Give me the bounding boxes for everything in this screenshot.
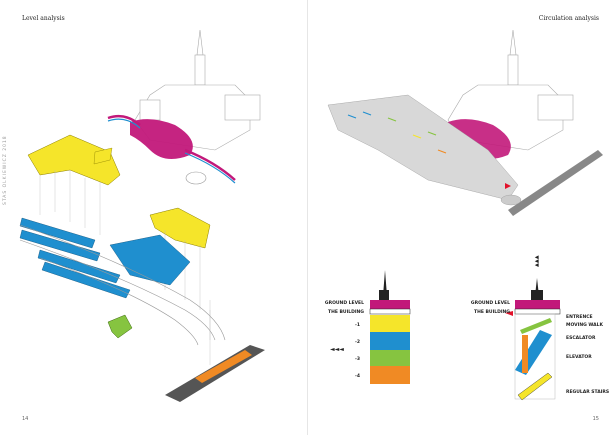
- circulation-legend: ▲▲▲ GROUND LEVEL THE BUILDING ENTRENCE M…: [471, 255, 609, 401]
- building-base: [448, 119, 511, 159]
- level-minus-3-slab: [107, 314, 133, 339]
- tower-spire-icon: [383, 270, 387, 296]
- level-minus-4-platform: [195, 350, 252, 383]
- page-number: 15: [592, 416, 599, 422]
- tower-body-icon: [379, 290, 389, 300]
- legend-ground-label: GROUND LEVEL: [471, 300, 510, 306]
- legend-entrance-label: ENTRENCE: [566, 314, 593, 320]
- level-minus-1-wing: [149, 207, 211, 249]
- elevated-road: [508, 150, 603, 216]
- legend-moving-walk-label: MOVING WALK: [566, 322, 603, 328]
- left-page: Level analysis STAS OLKIEWICZ 2018 14: [3, 0, 308, 435]
- page-title: Level analysis: [22, 15, 65, 22]
- legend-level-3-label: -3: [355, 356, 360, 362]
- tower-body-icon: [531, 290, 543, 300]
- legend-level-2-label: -2: [355, 339, 360, 345]
- legend-building-bar: [515, 300, 560, 309]
- page-title: Circulation analysis: [538, 15, 599, 22]
- legend-ground-bar: [369, 308, 411, 315]
- ground-ribbon: [107, 114, 236, 181]
- legend-stairs-label: REGULAR STAIRS: [566, 389, 609, 395]
- arrow-left-icon: ◄◄◄: [330, 346, 344, 353]
- level-axonometric-diagram: [19, 29, 265, 402]
- legend-building-label: THE BUILDING: [474, 309, 510, 315]
- elevator-bar: [522, 335, 528, 373]
- level-minus-1-slab: [27, 134, 121, 186]
- legend-level-3-bar: [370, 350, 410, 366]
- entrance-arrow-icon: [505, 311, 513, 316]
- roundabout: [500, 194, 522, 206]
- moving-walk-bar: [520, 318, 552, 334]
- page-number: 14: [22, 416, 29, 422]
- legend-ground-bar: [514, 308, 561, 315]
- stairs-bar: [517, 372, 553, 401]
- building-base: [130, 119, 193, 159]
- arrow-up-icon: ▲▲▲: [534, 255, 540, 267]
- level-legend: GROUND LEVEL THE BUILDING -1 -2 -3 -4 ◄◄…: [325, 270, 411, 384]
- circulation-marks: [347, 111, 447, 154]
- circulation-diagram: [327, 29, 603, 216]
- legend-level-1-bar: [370, 315, 410, 332]
- legend-escalator-label: ESCALATOR: [566, 335, 596, 341]
- ground-ribbon-edge: [107, 118, 236, 184]
- roundabout: [185, 171, 207, 185]
- legend-elevator-label: ELEVATOR: [566, 354, 592, 360]
- right-page: Circulation analysis 15: [308, 0, 615, 435]
- legend-level-2-bar: [370, 332, 410, 350]
- legend-level-1-label: -1: [355, 322, 360, 328]
- legend-level-4-bar: [370, 366, 410, 384]
- level-minus-2-platforms: [19, 217, 191, 299]
- escalator-bar: [515, 330, 552, 375]
- level-minus-1-strip: [93, 147, 113, 165]
- legend-building-bar: [370, 300, 410, 309]
- legend-ground-label: GROUND LEVEL: [325, 300, 364, 306]
- rail-tracks: [19, 224, 226, 346]
- circulation-frame: [514, 313, 556, 400]
- legend-level-4-label: -4: [355, 373, 360, 379]
- legend-building-label: THE BUILDING: [328, 309, 364, 315]
- entrance-arrow: [505, 183, 511, 189]
